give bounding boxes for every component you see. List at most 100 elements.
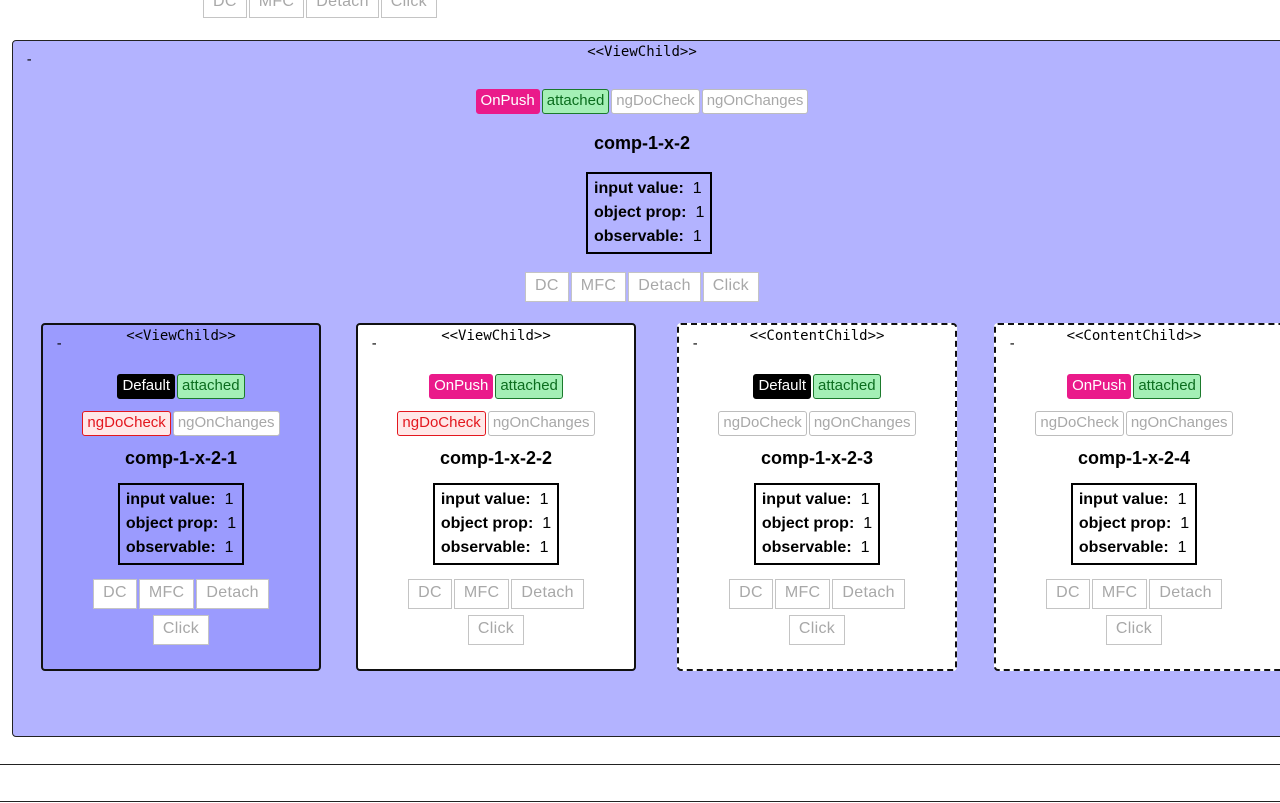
collapse-toggle[interactable]: - (25, 52, 34, 68)
mfc-button[interactable]: MFC (570, 272, 627, 302)
detach-button[interactable]: Detach (628, 272, 701, 302)
mfc-button[interactable]: MFC (774, 579, 831, 609)
value-label: object prop: (440, 515, 534, 532)
component-kind-label: <<ViewChild>> (126, 328, 236, 344)
hook-badge-ngdocheck: ngDoCheck (82, 411, 171, 436)
action-buttons-row-2: Click (358, 615, 634, 645)
value-label: input value: (761, 491, 852, 508)
dc-button[interactable]: DC (408, 579, 452, 609)
strategy-badge: OnPush (1067, 374, 1132, 399)
mfc-button[interactable]: MFC (453, 579, 510, 609)
collapse-toggle[interactable]: - (1008, 336, 1017, 352)
detach-button[interactable]: Detach (832, 579, 905, 609)
value-text: 1 (863, 515, 873, 532)
action-buttons: DC MFC Detach Click (13, 272, 1280, 302)
action-buttons: DC MFC Detach (996, 579, 1280, 609)
hook-badge-ngonchanges: ngOnChanges (1125, 411, 1233, 436)
action-buttons-row-2: Click (679, 615, 955, 645)
status-badge: attached (541, 89, 610, 114)
value-label: observable: (594, 228, 684, 245)
component-name: comp-1-x-2-3 (760, 448, 874, 468)
badge-row: OnPush attached (358, 374, 634, 399)
value-label: input value: (1078, 491, 1169, 508)
value-text: 1 (224, 539, 234, 556)
mfc-button[interactable]: MFC (248, 0, 305, 18)
values-box: input value: 1 object prop: 1 observable: 1 (1070, 483, 1198, 565)
badge-row: Default attached (43, 374, 319, 399)
status-badge: attached (812, 374, 881, 399)
collapse-toggle[interactable]: - (55, 336, 64, 352)
component-name: comp-1-x-2-1 (124, 448, 238, 468)
collapse-toggle[interactable]: - (370, 336, 379, 352)
detach-button[interactable]: Detach (511, 579, 584, 609)
collapse-toggle[interactable]: - (691, 336, 700, 352)
value-text: 1 (539, 539, 549, 556)
value-label: observable: (761, 539, 852, 556)
value-label: object prop: (594, 204, 687, 221)
value-label: object prop: (761, 515, 855, 532)
hook-badge-ngdocheck: ngDoCheck (397, 411, 486, 436)
action-buttons: DC MFC Detach (358, 579, 634, 609)
value-text: 1 (1180, 515, 1190, 532)
click-button[interactable]: Click (702, 272, 759, 302)
hook-badge-ngonchanges: ngOnChanges (808, 411, 916, 436)
detach-button[interactable]: Detach (306, 0, 379, 18)
click-button[interactable]: Click (788, 615, 846, 645)
values-box: input value:1 object prop:1 observable:1 (117, 483, 245, 565)
component-kind-label: <<ViewChild>> (441, 328, 551, 344)
component-card-comp-1-x-2-3: - <<ContentChild>> Default attached ngDo… (677, 323, 957, 671)
click-button[interactable]: Click (467, 615, 525, 645)
click-button[interactable]: Click (1105, 615, 1163, 645)
value-text: 1 (860, 539, 870, 556)
dc-button[interactable]: DC (1046, 579, 1090, 609)
value-text: 1 (1177, 539, 1187, 556)
hook-badge-row: ngDoCheck ngOnChanges (996, 411, 1280, 436)
value-label: object prop: (125, 515, 219, 532)
component-kind-label: <<ContentChild>> (749, 328, 885, 344)
badge-row: OnPush attached (996, 374, 1280, 399)
value-text: 1 (224, 491, 234, 508)
status-badge: attached (495, 374, 563, 399)
detach-button[interactable]: Detach (196, 579, 269, 609)
component-card-comp-1-x-2-4: - <<ContentChild>> OnPush attached ngDoC… (994, 323, 1280, 671)
mfc-button[interactable]: MFC (1091, 579, 1148, 609)
hook-badge-ngonchanges: ngOnChanges (487, 411, 595, 436)
hook-badge-ngonchanges: ngOnChanges (701, 89, 809, 114)
mfc-button[interactable]: MFC (138, 579, 195, 609)
value-text: 1 (695, 204, 705, 221)
values-box: input value:1 object prop:1 observable:1 (432, 483, 560, 565)
value-text: 1 (1177, 491, 1187, 508)
component-name: comp-1-x-2 (593, 133, 691, 153)
value-label: object prop: (1078, 515, 1172, 532)
value-text: 1 (227, 515, 237, 532)
click-button[interactable]: Click (152, 615, 210, 645)
action-buttons-row-2: Click (996, 615, 1280, 645)
values-box: input value:1 object prop:1 observable:1 (586, 172, 713, 254)
hook-badge-row: ngDoCheck ngOnChanges (358, 411, 634, 436)
strategy-badge: Default (117, 374, 175, 399)
click-button[interactable]: Click (380, 0, 437, 18)
dc-button[interactable]: DC (729, 579, 773, 609)
dc-button[interactable]: DC (93, 579, 137, 609)
status-badge: attached (176, 374, 245, 399)
value-text: 1 (692, 180, 702, 197)
value-text: 1 (539, 491, 549, 508)
action-buttons: DC MFC Detach (43, 579, 319, 609)
value-label: observable: (125, 539, 216, 556)
component-name: comp-1-x-2-4 (1077, 448, 1191, 468)
component-card-comp-1-x-2-2: - <<ViewChild>> OnPush attached ngDoChec… (356, 323, 636, 671)
status-badge: attached (1133, 374, 1201, 399)
component-kind-label: <<ViewChild>> (587, 44, 697, 60)
component-name: comp-1-x-2-2 (439, 448, 553, 468)
value-label: observable: (440, 539, 531, 556)
dc-button[interactable]: DC (203, 0, 247, 18)
component-kind-label: <<ContentChild>> (1066, 328, 1202, 344)
detach-button[interactable]: Detach (1149, 579, 1222, 609)
value-label: observable: (1078, 539, 1169, 556)
badge-row: OnPush attached ngDoCheck ngOnChanges (13, 89, 1280, 114)
next-component-card (0, 764, 1280, 802)
dc-button[interactable]: DC (525, 272, 569, 302)
strategy-badge: Default (753, 374, 811, 399)
hook-badge-row: ngDoCheck ngOnChanges (43, 411, 319, 436)
action-buttons-row-2: Click (43, 615, 319, 645)
